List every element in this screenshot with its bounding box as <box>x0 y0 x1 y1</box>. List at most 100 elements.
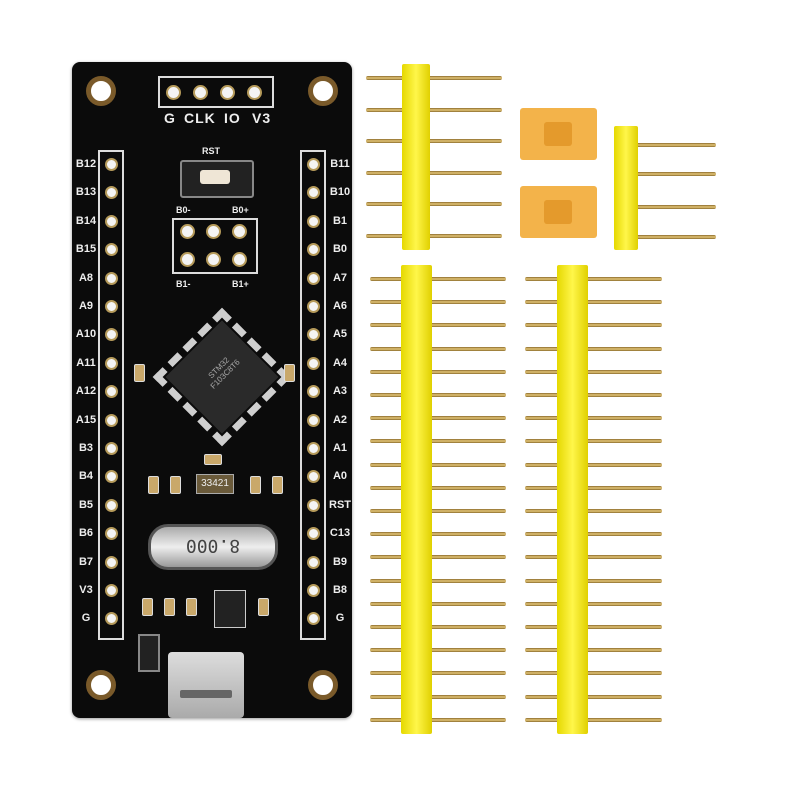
crystal-oscillator: 8.000 <box>148 524 278 570</box>
left-pin-pad <box>105 328 118 342</box>
header-pin <box>366 202 502 206</box>
right-pin-pad <box>307 243 320 257</box>
header-pin <box>628 143 716 147</box>
swd-label-v3: V3 <box>252 110 272 126</box>
header-plastic <box>401 265 432 734</box>
header-pin <box>370 532 506 537</box>
left-pin-pad <box>105 612 118 626</box>
right-pin-pad <box>307 271 320 285</box>
header-pin <box>525 625 662 629</box>
header-pin <box>525 648 662 653</box>
boot1-plus-label: B1+ <box>232 279 249 289</box>
jumper-slot <box>544 122 572 146</box>
header-pin <box>525 323 662 328</box>
mounting-hole <box>308 670 338 700</box>
right-pin-label: C13 <box>329 527 351 540</box>
right-pin-label: RST <box>329 498 351 511</box>
header-pin <box>370 694 506 699</box>
header-pin <box>525 393 662 397</box>
header-plastic <box>614 126 638 250</box>
header-pin <box>370 601 506 606</box>
left-pin-label: B13 <box>75 186 97 199</box>
right-pin-pad <box>307 612 320 626</box>
right-pin-pad <box>307 186 320 200</box>
left-pin-label: G <box>81 612 91 625</box>
reset-label: RST <box>202 146 220 156</box>
right-pin-label: B1 <box>332 214 348 227</box>
left-pin-label: B4 <box>78 470 94 483</box>
right-pin-label: A2 <box>332 413 348 426</box>
stm32-blue-pill-board: G CLK IO V3 RST B0- B0+ B1- B1+ STM32 F1… <box>72 62 352 718</box>
header-pin <box>366 233 502 238</box>
right-pin-pad <box>307 328 320 342</box>
header-pin <box>525 601 662 606</box>
left-pin-label: B5 <box>78 498 94 511</box>
boot-pin-pad <box>180 252 195 267</box>
header-pin <box>525 485 662 490</box>
crystal-marking: 8.000 <box>185 535 241 556</box>
header-pin <box>370 578 506 583</box>
header-pin <box>525 416 662 421</box>
left-pin-label: B6 <box>78 527 94 540</box>
header-pin <box>370 509 506 513</box>
left-pin-label: A12 <box>75 385 97 398</box>
reset-button[interactable] <box>180 160 254 198</box>
right-pin-label: A7 <box>332 271 348 284</box>
swd-pin-pad <box>166 85 181 100</box>
header-pin <box>525 462 662 467</box>
header-pin <box>366 170 502 175</box>
header-pin <box>366 76 502 80</box>
voltage-regulator: 33421 <box>196 474 234 494</box>
right-pin-label: A0 <box>332 470 348 483</box>
mounting-hole <box>86 670 116 700</box>
boot-pin-pad <box>206 224 221 239</box>
boot-pin-pad <box>232 252 247 267</box>
left-pin-pad <box>105 584 118 597</box>
right-pin-pad <box>307 300 320 313</box>
header-pin <box>525 578 662 583</box>
left-pin-label: A15 <box>75 413 97 426</box>
right-pin-header <box>300 150 326 640</box>
header-pin <box>370 277 506 281</box>
micro-usb-port[interactable] <box>168 652 244 718</box>
right-pin-label: A5 <box>332 328 348 341</box>
header-pin <box>370 439 506 444</box>
header-pin <box>370 671 506 676</box>
header-pin <box>525 671 662 676</box>
left-pin-pad <box>105 555 118 569</box>
swd-label-clk: CLK <box>184 110 216 126</box>
left-pin-pad <box>105 413 118 427</box>
header-pin <box>370 323 506 328</box>
right-pin-pad <box>307 214 320 228</box>
header-pin <box>370 625 506 629</box>
right-pin-label: B9 <box>332 555 348 568</box>
header-pin <box>370 300 506 305</box>
jumper-cap <box>520 186 597 238</box>
header-pin <box>525 439 662 444</box>
right-pin-label: A4 <box>332 356 348 369</box>
left-pin-label: B3 <box>78 442 94 454</box>
header-pin <box>628 172 716 176</box>
right-pin-label: A1 <box>332 442 348 454</box>
left-pin-header <box>98 150 124 640</box>
header-pin <box>366 107 502 112</box>
header-pin <box>370 346 506 351</box>
left-pin-label: A10 <box>75 328 97 341</box>
header-pin <box>370 555 506 560</box>
right-pin-pad <box>307 555 320 569</box>
header-pin <box>525 532 662 537</box>
left-pin-pad <box>105 470 118 484</box>
right-pin-pad <box>307 470 320 484</box>
left-pin-pad <box>105 158 118 171</box>
header-pin <box>366 139 502 143</box>
right-pin-pad <box>307 385 320 399</box>
header-pin <box>370 485 506 490</box>
header-pin <box>370 462 506 467</box>
left-pin-pad <box>105 442 118 455</box>
header-pin <box>525 509 662 513</box>
fuse <box>138 634 160 672</box>
header-pin <box>525 555 662 560</box>
swd-pin-pad <box>247 85 262 100</box>
jumper-slot <box>544 200 572 224</box>
header-pin <box>525 300 662 305</box>
